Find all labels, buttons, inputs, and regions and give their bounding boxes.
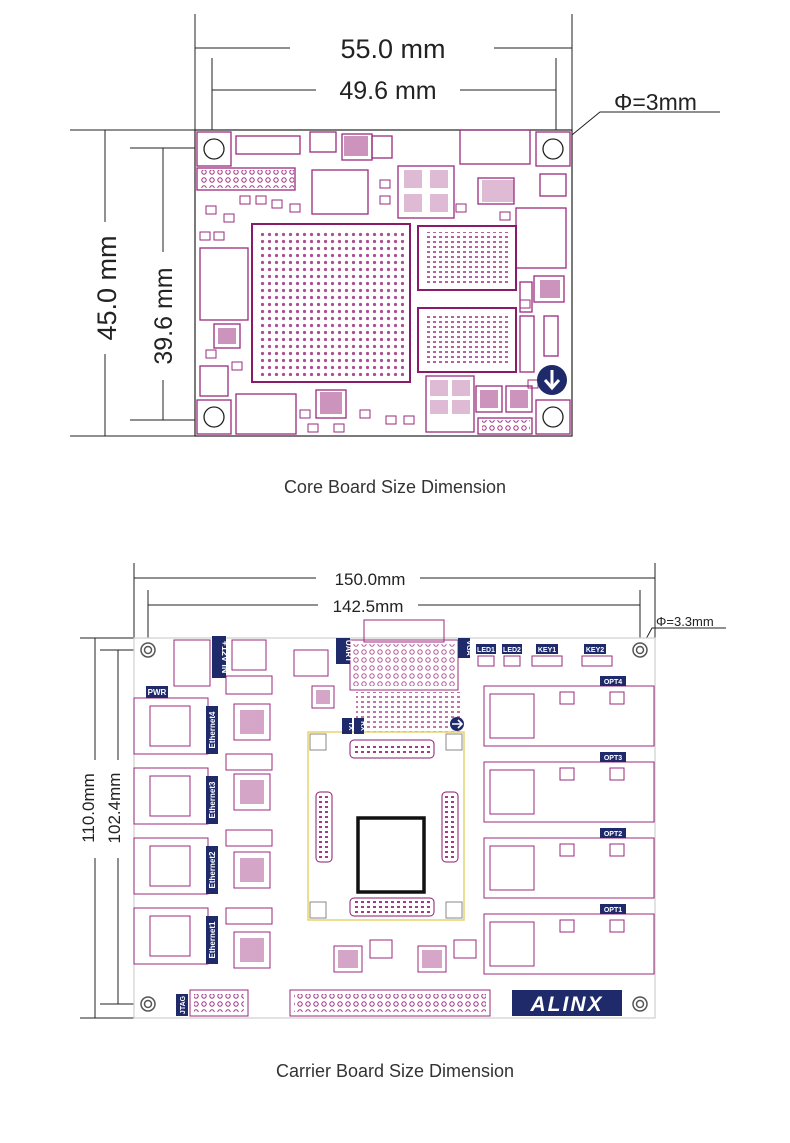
ethernet2-label: Ethernet2 [208, 851, 217, 888]
carrier-height-inner-label: 102.4mm [105, 773, 124, 844]
jtag-label: JTAG [180, 995, 187, 1014]
carrier-board-figure: 150.0mm 142.5mm 110.0mm 102.4mm Φ=3.3mm [79, 563, 726, 1081]
core-footprint [307, 731, 465, 921]
carrier-width-outer-label: 150.0mm [335, 570, 406, 589]
ethernet1-label: Ethernet1 [208, 921, 217, 958]
carrier-width-inner-label: 142.5mm [333, 597, 404, 616]
led1-label: LED1 [477, 647, 495, 654]
core-width-inner-label: 49.6 mm [339, 77, 436, 105]
opt1-label: OPT1 [604, 907, 622, 914]
core-board-caption: Core Board Size Dimension [284, 477, 506, 497]
core-hole-diameter-label: Φ=3mm [614, 89, 697, 115]
opt3-label: OPT3 [604, 755, 622, 762]
opt4-label: OPT4 [604, 679, 622, 686]
core-board-figure: 55.0 mm 49.6 mm 45.0 mm 39.6 mm Φ=3mm [70, 14, 720, 497]
pwr-label: PWR [148, 688, 167, 697]
core-width-dimension [194, 14, 573, 130]
core-width-outer-label: 55.0 mm [340, 34, 445, 64]
tx-label: TX [347, 722, 354, 731]
carrier-labels: PWR +12V IN UART VGA LED1 LED2 KEY1 KEY2… [146, 636, 626, 1016]
carrier-height-outer-label: 110.0mm [79, 773, 98, 843]
carrier-hole-diameter-label: Φ=3.3mm [656, 614, 714, 629]
key1-label: KEY1 [538, 647, 556, 654]
rx-label: RX [359, 721, 366, 731]
fpga-chip [356, 816, 426, 894]
led2-label: LED2 [503, 647, 521, 654]
alinx-logo-text: ALINX [530, 993, 604, 1016]
ethernet3-label: Ethernet3 [208, 781, 217, 818]
core-height-inner-label: 39.6 mm [150, 267, 178, 364]
dc-in-label: +12V IN [220, 641, 230, 674]
core-height-outer-label: 45.0 mm [92, 235, 122, 340]
uart-label: UART [344, 640, 353, 662]
alinx-logo [512, 990, 622, 1016]
vga-label: VGA [465, 640, 472, 655]
opt2-label: OPT2 [604, 831, 622, 838]
carrier-board-caption: Carrier Board Size Dimension [276, 1061, 514, 1081]
ethernet4-label: Ethernet4 [208, 711, 217, 748]
key2-label: KEY2 [586, 647, 604, 654]
carrier-dimension-lines [80, 563, 726, 1019]
